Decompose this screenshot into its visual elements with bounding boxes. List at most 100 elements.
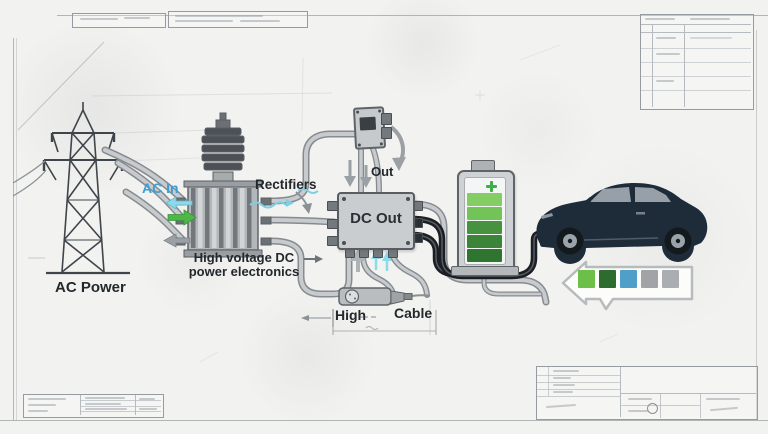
scribble (656, 80, 674, 82)
table-line (652, 25, 653, 107)
transformer-icon (175, 112, 272, 258)
car-skirt-line (583, 237, 659, 241)
sheet-border-bottom (0, 420, 768, 421)
dc-cables-right (409, 200, 550, 306)
scribble (28, 398, 66, 400)
table-line (81, 400, 161, 401)
power-wires (12, 160, 47, 197)
ac-power-label: AC Power (55, 279, 126, 296)
scribble (553, 377, 571, 379)
table-line (537, 382, 620, 383)
scribble (124, 17, 150, 19)
battery-charge-segments (467, 193, 502, 262)
car-mirror (585, 197, 591, 203)
battery-base (451, 266, 519, 276)
scribble (240, 20, 280, 22)
scribble (175, 20, 233, 22)
scribble (553, 370, 579, 372)
table-line (684, 25, 685, 107)
scribble (553, 391, 573, 393)
sheet-border-left (13, 38, 14, 420)
table-line (537, 375, 620, 376)
table-line (537, 396, 620, 397)
table-line (81, 406, 161, 407)
scribble (28, 404, 56, 406)
table-line (641, 62, 751, 63)
car-rear-window (635, 187, 671, 202)
scribble (175, 15, 263, 17)
hv-dc-label: High voltage DC power electronics (180, 251, 308, 278)
rectifiers-pointer-arrow (295, 191, 312, 214)
car-headlight (541, 213, 553, 219)
battery-plus-icon (486, 181, 497, 192)
sheet-border-top (57, 15, 768, 16)
charger-port-2 (381, 127, 392, 139)
scribble (139, 408, 157, 410)
table-line (548, 367, 549, 396)
scribble (656, 53, 680, 55)
hv-dc-label-line1: High voltage DC (193, 250, 295, 265)
legend-square-blue (620, 270, 637, 288)
rectifier-wave-arrow-icon (249, 188, 319, 209)
table-line (621, 393, 756, 394)
cable-label: Cable (394, 305, 433, 321)
electric-car-icon (536, 183, 708, 264)
dc-out-label: DC Out (350, 210, 402, 227)
table-line (641, 76, 751, 77)
transmission-tower-icon (42, 102, 130, 275)
table-line (641, 48, 751, 49)
table-line (81, 411, 161, 412)
table-line (641, 90, 751, 91)
ac-in-label: AC In (142, 180, 179, 196)
legend-square-darkgreen (599, 270, 616, 288)
out-label: Out (371, 164, 394, 179)
out-curved-arrow-icon (389, 125, 406, 171)
table-line (620, 367, 621, 417)
car-door-handle (636, 212, 645, 215)
scribble (656, 37, 676, 39)
dc-out-box: DC Out (337, 192, 415, 250)
sheet-border-left-inner (16, 38, 17, 420)
scribble (85, 403, 121, 405)
table-line (700, 393, 701, 418)
battery-segment (467, 249, 502, 262)
rectifiers-label: Rectifiers (255, 177, 317, 192)
scribble (80, 18, 118, 20)
scribble (553, 384, 575, 386)
car-front-window (590, 187, 631, 202)
ac-in-arrow-icon (165, 196, 193, 210)
battery-segment (467, 207, 502, 220)
down-arrows-into-box (344, 160, 372, 188)
scribble (85, 397, 125, 399)
title-box-small-1 (72, 13, 166, 28)
gray-return-arrow-icon (163, 233, 191, 248)
table-line (641, 24, 751, 25)
scribble (645, 18, 675, 20)
battery-segment (467, 221, 502, 234)
scribble (628, 410, 648, 412)
table-line (135, 395, 136, 415)
legend-square-green (578, 270, 595, 288)
high-label: High (335, 307, 367, 323)
scribble (628, 398, 652, 400)
legend-square-gray2 (662, 270, 679, 288)
dimension-marks (301, 309, 437, 335)
table-line (537, 389, 620, 390)
charging-gun-icon (338, 287, 431, 306)
hv-dc-label-line2: power electronics (188, 263, 300, 279)
charger-port-1 (381, 113, 392, 125)
projection-symbol-icon (647, 403, 658, 414)
up-arrows-below-box (350, 249, 392, 272)
charger-screen (359, 116, 377, 131)
table-line (641, 32, 751, 33)
hv-dc-right-arrow-icon (304, 255, 323, 263)
sheet-border-right (756, 30, 757, 420)
scribble (690, 37, 732, 39)
scribble (28, 410, 48, 412)
green-flow-arrow-icon (167, 209, 197, 226)
scribble (139, 398, 155, 400)
scribble (706, 398, 740, 400)
sketch-marks (17, 41, 619, 363)
scribble (85, 408, 127, 410)
